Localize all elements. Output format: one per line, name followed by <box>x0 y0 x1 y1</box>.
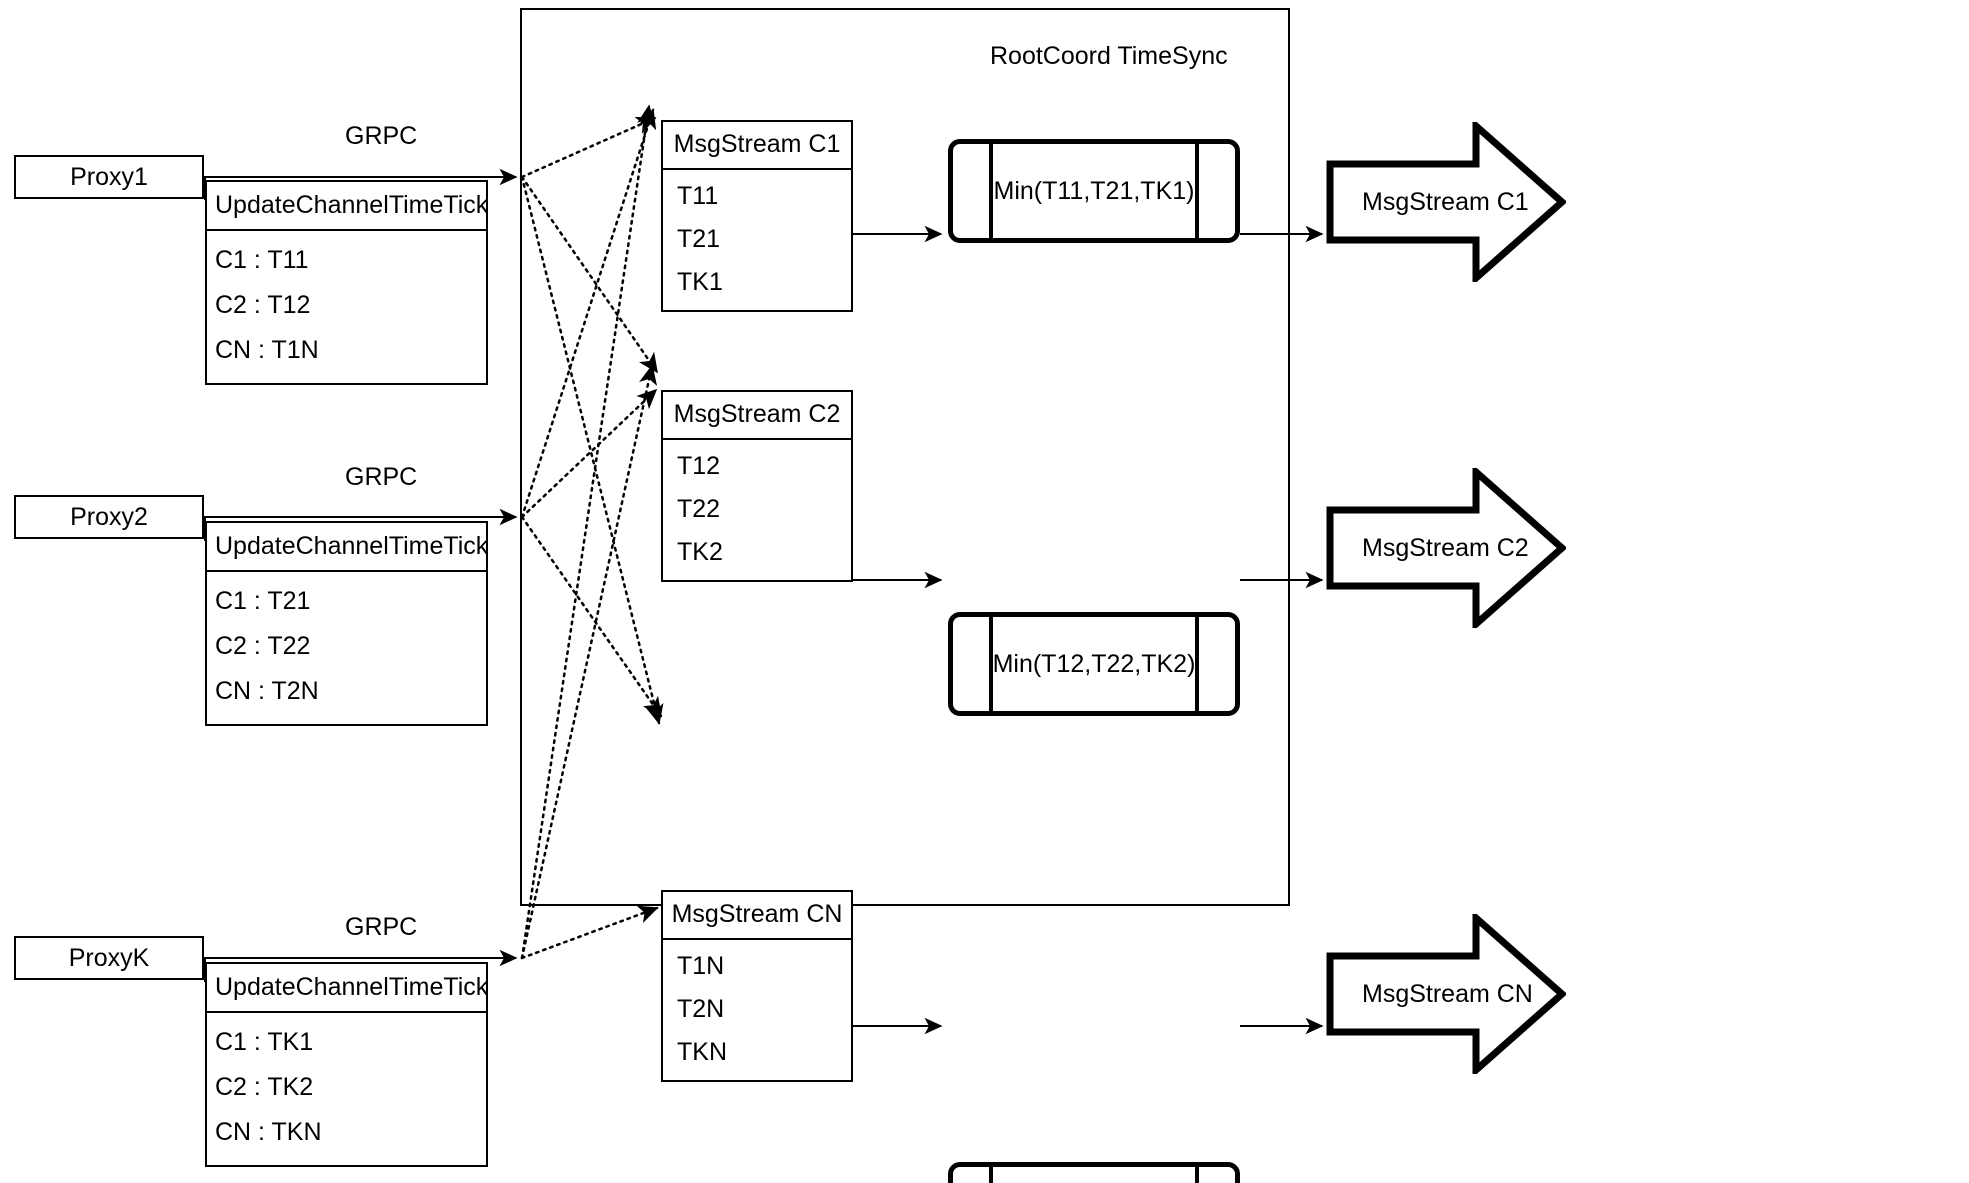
uct-title: UpdateChannelTimeTick <box>207 964 488 1013</box>
uct-title: UpdateChannelTimeTick <box>207 182 488 231</box>
uct-row: C1 : T11 <box>215 245 309 274</box>
update-channel-timetick-table-1: UpdateChannelTimeTick C1 : T11 C2 : T12 … <box>205 180 488 385</box>
min-process-c2: Min(T12,T22,TK2) <box>948 612 1240 716</box>
min-expression: Min(T11,T21,TK1) <box>993 176 1195 205</box>
output-label: MsgStream C1 <box>1362 187 1529 216</box>
msgstream-tick: T1N <box>677 951 725 980</box>
grpc-label-2: GRPC <box>345 463 418 491</box>
process-bar-right <box>1195 1162 1199 1183</box>
msgstream-tick: T11 <box>677 181 719 210</box>
update-channel-timetick-table-2: UpdateChannelTimeTick C1 : T21 C2 : T22 … <box>205 521 488 726</box>
uct-rows: C1 : T21 C2 : T22 CN : T2N <box>207 572 486 724</box>
min-process-cn: Min(T1N,T2N,TKN) <box>948 1162 1240 1183</box>
proxy-label: Proxy2 <box>70 502 148 531</box>
uct-row: C1 : T21 <box>215 586 311 615</box>
process-bar-left <box>989 1162 993 1183</box>
output-block-arrow-c2: MsgStream C2 <box>1326 468 1566 628</box>
msgstream-tick: T21 <box>677 224 721 253</box>
proxy-box-2[interactable]: Proxy2 <box>14 495 204 539</box>
process-bar-left <box>989 139 993 243</box>
output-label: MsgStream C2 <box>1362 533 1529 562</box>
msgstream-tick: T22 <box>677 494 721 523</box>
uct-row: CN : T2N <box>215 677 319 706</box>
msgstream-table-c2: MsgStream C2 T12 T22 TK2 <box>661 390 853 582</box>
proxy-box-k[interactable]: ProxyK <box>14 936 204 980</box>
uct-title: UpdateChannelTimeTick <box>207 523 488 572</box>
uct-row: CN : TKN <box>215 1118 322 1147</box>
uct-row: CN : T1N <box>215 336 319 365</box>
msgstream-rows: T11 T21 TK1 <box>663 170 851 310</box>
grpc-label-k: GRPC <box>345 913 418 941</box>
proxy-label: Proxy1 <box>70 162 148 191</box>
update-channel-timetick-table-k: UpdateChannelTimeTick C1 : TK1 C2 : TK2 … <box>205 962 488 1167</box>
msgstream-tick: TKN <box>677 1038 727 1067</box>
uct-row: C2 : T22 <box>215 631 311 660</box>
rootcoord-timesync-container <box>520 8 1290 906</box>
uct-row: C1 : TK1 <box>215 1027 314 1056</box>
output-block-arrow-c1: MsgStream C1 <box>1326 122 1566 282</box>
output-block-arrow-cn: MsgStream CN <box>1326 914 1566 1074</box>
proxy-label: ProxyK <box>68 943 150 972</box>
process-bar-right <box>1195 612 1199 716</box>
output-label: MsgStream CN <box>1362 979 1533 1008</box>
msgstream-rows: T12 T22 TK2 <box>663 440 851 580</box>
grpc-label-1: GRPC <box>345 122 418 150</box>
wire-pk-cn <box>520 905 659 960</box>
msgstream-title: MsgStream C2 <box>663 392 851 440</box>
msgstream-table-c1: MsgStream C1 T11 T21 TK1 <box>661 120 853 312</box>
msgstream-tick: T12 <box>677 451 721 480</box>
msgstream-rows: T1N T2N TKN <box>663 940 851 1080</box>
uct-row: C2 : T12 <box>215 290 311 319</box>
uct-rows: C1 : T11 C2 : T12 CN : T1N <box>207 231 486 383</box>
msgstream-tick: T2N <box>677 994 725 1023</box>
msgstream-tick: TK2 <box>677 538 723 567</box>
min-process-c1: Min(T11,T21,TK1) <box>948 139 1240 243</box>
msgstream-title: MsgStream C1 <box>663 122 851 170</box>
uct-row: C2 : TK2 <box>215 1072 314 1101</box>
msgstream-table-cn: MsgStream CN T1N T2N TKN <box>661 890 853 1082</box>
proxy-box-1[interactable]: Proxy1 <box>14 155 204 199</box>
uct-rows: C1 : TK1 C2 : TK2 CN : TKN <box>207 1013 486 1165</box>
msgstream-tick: TK1 <box>677 268 723 297</box>
min-expression: Min(T12,T22,TK2) <box>992 649 1196 678</box>
process-bar-left <box>989 612 993 716</box>
rootcoord-timesync-title: RootCoord TimeSync <box>990 42 1228 70</box>
process-bar-right <box>1195 139 1199 243</box>
msgstream-title: MsgStream CN <box>663 892 851 940</box>
